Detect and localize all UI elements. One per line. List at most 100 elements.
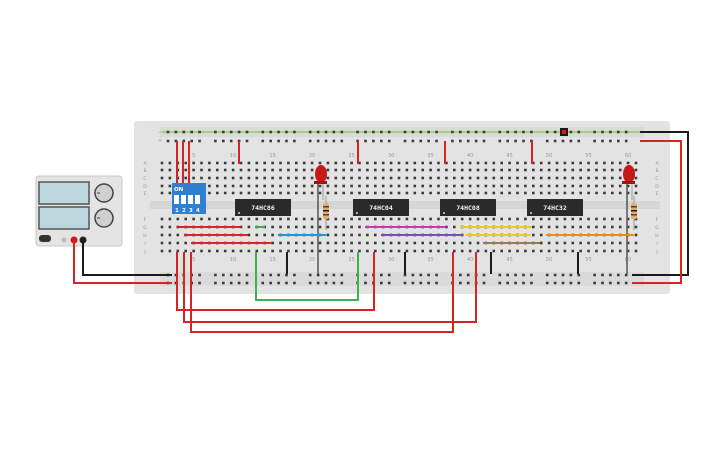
breadboard-hole (445, 176, 448, 180)
breadboard-hole (506, 130, 509, 134)
breadboard-hole (506, 139, 509, 143)
power-switch[interactable] (39, 235, 51, 242)
breadboard-hole (516, 176, 519, 180)
breadboard-hole (222, 139, 225, 143)
dip-pos-4: 4 (196, 208, 200, 214)
dip-toggle-1[interactable] (174, 195, 179, 204)
breadboard-hole (492, 184, 496, 188)
breadboard-hole (532, 168, 535, 172)
breadboard-hole (318, 191, 322, 195)
rail-minus-label: − (158, 130, 162, 136)
breadboard-hole (350, 249, 353, 253)
breadboard-hole (563, 241, 567, 245)
breadboard-hole (358, 176, 361, 180)
breadboard-hole (569, 139, 573, 143)
breadboard-hole (387, 139, 391, 143)
breadboard-hole (350, 184, 353, 188)
breadboard-hole (334, 191, 338, 195)
breadboard-hole (547, 241, 551, 245)
current-knob[interactable] (94, 208, 114, 228)
breadboard-hole (609, 281, 612, 285)
breadboard-hole (287, 191, 290, 195)
breadboard-hole (451, 130, 454, 134)
breadboard-hole (553, 281, 557, 285)
breadboard-hole (216, 184, 219, 188)
breadboard-hole (579, 191, 582, 195)
breadboard-hole (524, 217, 527, 221)
breadboard-hole (476, 241, 480, 245)
dip-switch[interactable]: ON 1 2 3 4 (172, 183, 206, 214)
breadboard-hole (255, 168, 259, 172)
breadboard-hole (403, 130, 407, 134)
breadboard-hole (287, 168, 290, 172)
breadboard-hole (263, 168, 266, 172)
breadboard-hole (453, 184, 456, 188)
breadboard-hole (587, 176, 590, 180)
rail-plus-label: + (158, 138, 162, 144)
breadboard-hole (626, 225, 630, 229)
breadboard-hole (271, 191, 274, 195)
breadboard-hole (460, 249, 464, 253)
breadboard-hole (366, 191, 369, 195)
breadboard-hole (381, 161, 385, 165)
breadboard-hole (603, 176, 606, 180)
breadboard-hole (579, 225, 582, 229)
voltage-knob[interactable] (94, 183, 114, 203)
row-label: H (143, 233, 146, 239)
breadboard-hole (263, 191, 266, 195)
breadboard-hole (255, 161, 259, 165)
breadboard-hole (247, 233, 251, 237)
breadboard-hole (279, 191, 282, 195)
breadboard-hole (374, 233, 377, 237)
breadboard-hole (279, 176, 282, 180)
breadboard-hole (421, 191, 424, 195)
breadboard-hole (223, 176, 227, 180)
breadboard-hole (466, 273, 470, 277)
breadboard-hole (342, 217, 345, 221)
breadboard-hole (334, 249, 338, 253)
breadboard-hole (198, 139, 201, 143)
breadboard-hole (634, 161, 638, 165)
breadboard-hole (366, 249, 369, 253)
breadboard-hole (176, 241, 180, 245)
breadboard-hole (466, 139, 470, 143)
breadboard-hole (332, 139, 336, 143)
breadboard-hole (168, 191, 172, 195)
breadboard-hole (437, 168, 440, 172)
breadboard-hole (563, 176, 567, 180)
breadboard-hole (453, 249, 456, 253)
column-number: 40 (467, 153, 473, 159)
breadboard-hole (340, 281, 344, 285)
breadboard-hole (389, 161, 393, 165)
breadboard-hole (482, 139, 486, 143)
breadboard-hole (324, 139, 328, 143)
chip-label-3: 74HC08 (456, 204, 480, 212)
breadboard-hole (445, 161, 448, 165)
breadboard-hole (403, 139, 407, 143)
breadboard-hole (247, 161, 251, 165)
breadboard-hole (405, 241, 409, 245)
breadboard-hole (421, 184, 424, 188)
breadboard-hole (508, 191, 511, 195)
breadboard-hole (445, 191, 448, 195)
breadboard-hole (411, 281, 415, 285)
breadboard-hole (285, 139, 288, 143)
breadboard-hole (350, 241, 353, 245)
breadboard-hole (340, 273, 344, 277)
breadboard-hole (427, 273, 430, 277)
breadboard-hole (208, 249, 211, 253)
breadboard-hole (192, 168, 195, 172)
breadboard-hole (247, 249, 251, 253)
breadboard-hole (571, 168, 575, 172)
dip-toggle-2[interactable] (181, 195, 186, 204)
breadboard-hole (545, 139, 549, 143)
breadboard-hole (530, 273, 533, 277)
breadboard-hole (618, 184, 622, 188)
dip-toggle-4[interactable] (195, 195, 200, 204)
breadboard-hole (302, 176, 306, 180)
breadboard-hole (302, 184, 306, 188)
breadboard-hole (287, 184, 290, 188)
breadboard-hole (460, 217, 464, 221)
breadboard-hole (453, 217, 456, 221)
dip-toggle-3[interactable] (188, 195, 193, 204)
